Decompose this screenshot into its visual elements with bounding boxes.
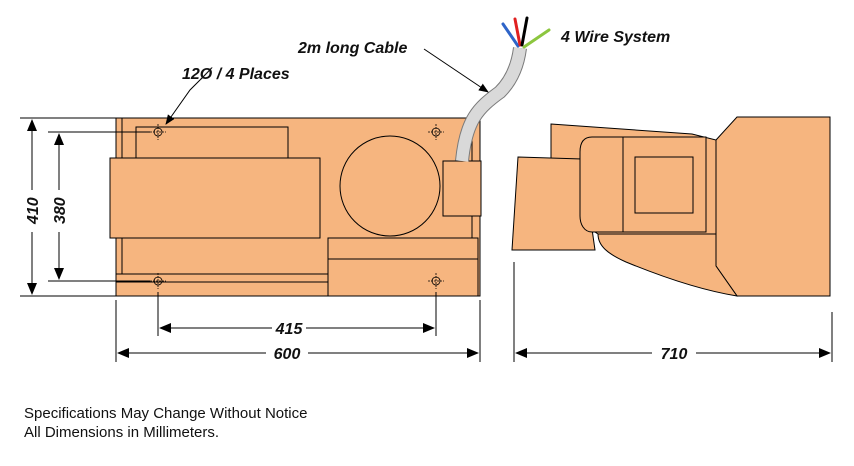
holes-label: 12Ø / 4 Places — [182, 66, 290, 83]
hole-top-left — [150, 124, 166, 140]
hole-top-right — [428, 124, 444, 140]
note-dimensions: All Dimensions in Millimeters. — [24, 424, 220, 441]
dim-600: 600 — [274, 346, 301, 363]
side-window — [634, 156, 694, 214]
drum-circle — [339, 135, 441, 237]
cable-leader — [423, 48, 489, 93]
lower-right-box-bottom — [327, 258, 479, 297]
note-specifications: Specifications May Change Without Notice — [24, 405, 308, 422]
dim-710: 710 — [661, 346, 688, 363]
side-hopper — [715, 116, 831, 297]
cable-gland-box — [442, 160, 482, 217]
side-front-box — [511, 156, 596, 251]
wire-blue — [501, 22, 520, 48]
wire-green — [522, 28, 551, 49]
hole-bottom-left — [150, 273, 166, 289]
mounting-holes — [150, 124, 444, 289]
side-lower-housing — [597, 233, 739, 297]
wires — [501, 16, 551, 49]
side-rounded-piece — [579, 136, 624, 233]
front-view — [109, 117, 482, 297]
wire-system-label: 4 Wire System — [560, 29, 670, 46]
dim-380: 380 — [52, 197, 69, 224]
wire-black — [520, 16, 529, 47]
footnotes: Specifications May Change Without Notice… — [24, 404, 307, 442]
cable-label: 2m long Cable — [297, 40, 407, 57]
dim-410: 410 — [25, 197, 42, 225]
holes-leader — [165, 76, 204, 125]
left-block — [109, 157, 321, 239]
side-view — [511, 116, 831, 297]
dim-415: 415 — [275, 321, 304, 338]
cable — [455, 46, 527, 162]
top-left-box — [135, 126, 289, 160]
leaders — [165, 48, 489, 125]
lower-right-box-top — [327, 237, 479, 260]
wire-red — [513, 17, 522, 47]
hole-bottom-right — [428, 273, 444, 289]
